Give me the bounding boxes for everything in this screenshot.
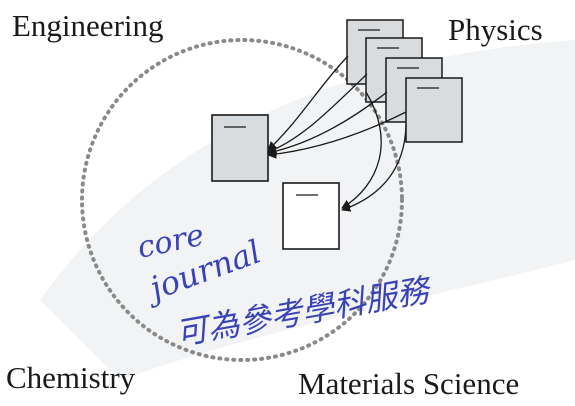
label-engineering: Engineering — [12, 8, 164, 43]
label-physics: Physics — [448, 12, 543, 47]
citation-arrow — [341, 91, 382, 209]
physics-paper-stack — [346, 19, 463, 143]
engineering-paper — [211, 114, 269, 182]
citation-arrow — [267, 91, 388, 156]
citation-arrow — [341, 124, 407, 212]
core-journal-paper — [282, 182, 340, 250]
label-chemistry: Chemistry — [6, 360, 136, 395]
citation-arrows — [267, 55, 407, 212]
citation-arrow — [267, 55, 349, 151]
citation-arrow — [267, 73, 368, 154]
field-boundary-circle — [80, 38, 404, 362]
paper-document-icon — [405, 77, 463, 143]
label-materials-science: Materials Science — [298, 366, 520, 401]
citation-arrow — [267, 111, 407, 159]
